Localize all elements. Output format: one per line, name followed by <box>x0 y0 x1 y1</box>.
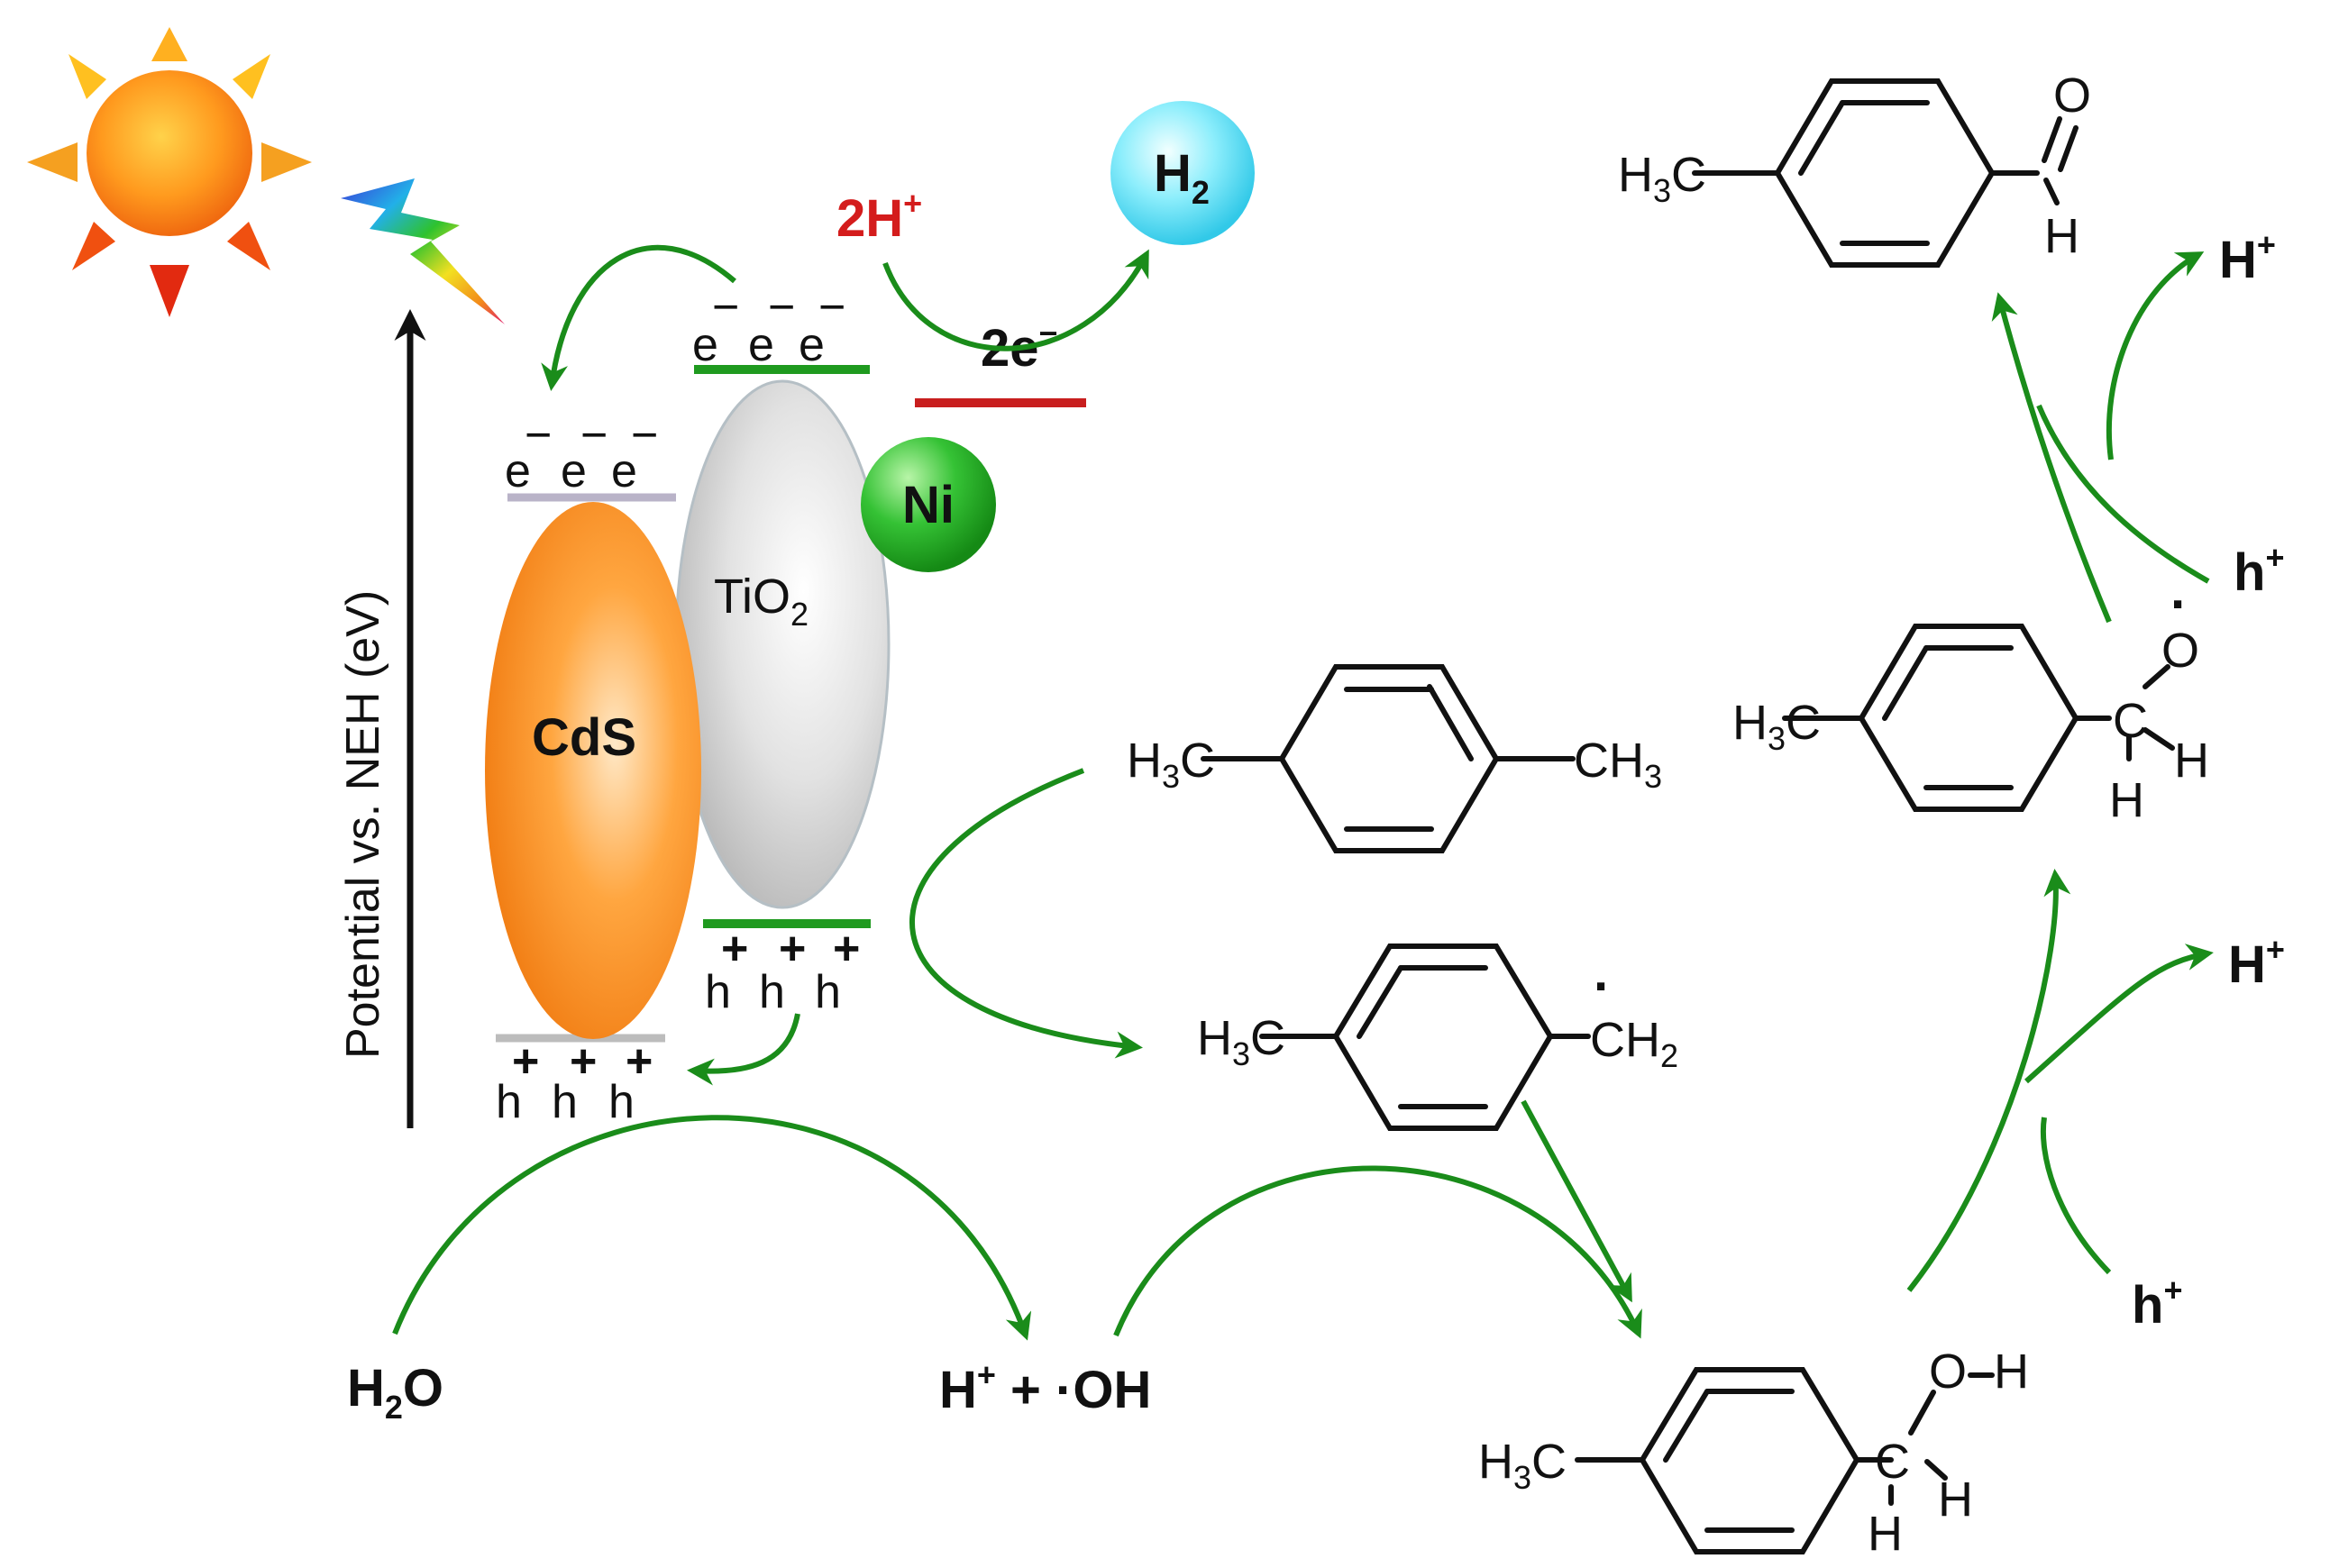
hole-upper-label: h+ <box>2234 539 2284 602</box>
hole-input-arrow-upper <box>2036 404 2210 584</box>
svg-text:h: h <box>759 966 785 1018</box>
xylene-activation-arrow <box>909 768 1143 1059</box>
hole-transfer-arrow <box>687 1013 800 1086</box>
tio2-holes: h h h + + + <box>705 923 860 1018</box>
protons-label: 2H+ <box>836 185 922 248</box>
svg-text:e: e <box>692 319 718 371</box>
svg-text:H: H <box>1938 1472 1973 1527</box>
svg-text:H3C: H3C <box>1127 734 1215 795</box>
svg-text:−: − <box>580 409 608 461</box>
svg-text:e: e <box>505 445 531 497</box>
alcohol-to-alkoxy-arrow <box>1906 869 2071 1292</box>
svg-text:−: − <box>631 409 658 461</box>
svg-text:+: + <box>570 1035 597 1088</box>
p-xylene-molecule: H3C CH3 <box>1127 664 1662 853</box>
svg-text:O: O <box>2053 68 2091 123</box>
svg-text:O: O <box>1929 1345 1967 1399</box>
svg-text:H3C: H3C <box>1197 1011 1285 1072</box>
svg-text:h: h <box>496 1076 522 1128</box>
ni-label: Ni <box>902 476 955 534</box>
h2-label: H2 <box>1154 144 1210 211</box>
svg-text:CH3: CH3 <box>1574 734 1662 795</box>
tio2-label: TiO2 <box>714 570 809 633</box>
svg-text:+: + <box>512 1035 539 1088</box>
svg-text:e: e <box>611 445 637 497</box>
svg-text:e: e <box>561 445 587 497</box>
svg-text:H: H <box>2174 734 2209 788</box>
svg-text:CH2: CH2 <box>1590 1013 1678 1074</box>
svg-text:H: H <box>2044 209 2079 263</box>
svg-text:−: − <box>525 409 552 461</box>
water-oxidation-arrow <box>392 1115 1032 1341</box>
proton-lower-label: H+ <box>2228 931 2285 994</box>
ni-cocatalyst: Ni <box>861 437 996 572</box>
sun-icon <box>27 27 312 317</box>
svg-text:O: O <box>2161 624 2199 678</box>
tio2-electrons: e e e − − − <box>692 281 845 371</box>
svg-text:+: + <box>721 923 748 975</box>
svg-text:−: − <box>768 281 795 333</box>
svg-text:H3C: H3C <box>1618 148 1706 209</box>
proton-release-arrow-upper <box>2106 251 2205 460</box>
svg-text:h: h <box>815 966 841 1018</box>
svg-text:·: · <box>1594 957 1611 1016</box>
hydroxyl-coupling-arrow <box>1113 1165 1642 1339</box>
hydrogen-evolution-arrow <box>882 249 1149 351</box>
h2-product: H2 <box>1110 101 1255 245</box>
potential-axis: Potential vs. NEH (eV) <box>337 309 426 1128</box>
svg-text:C: C <box>1875 1435 1910 1489</box>
svg-text:+: + <box>833 923 860 975</box>
cds-electrons: e e e − − − <box>505 409 658 497</box>
svg-text:H: H <box>1994 1345 2029 1399</box>
hydroxyl-radical-label: H+ + ·OH <box>939 1356 1151 1419</box>
cds-holes: h h h + + + <box>496 1035 653 1128</box>
svg-text:+: + <box>626 1035 653 1088</box>
svg-text:e: e <box>748 319 774 371</box>
cds-label: CdS <box>532 708 636 767</box>
benzaldehyde-molecule: H3C O H <box>1618 68 2091 268</box>
svg-text:−: − <box>712 281 739 333</box>
svg-text:H: H <box>2109 773 2144 827</box>
svg-text:e: e <box>799 319 825 371</box>
svg-text:−: − <box>818 281 845 333</box>
water-label: H2O <box>347 1359 443 1426</box>
benzyl-radical-molecule: H3C CH2 · <box>1197 944 1678 1131</box>
svg-text:H: H <box>1868 1507 1903 1561</box>
axis-label: Potential vs. NEH (eV) <box>337 590 389 1059</box>
lightning-bolt-icon <box>341 178 505 324</box>
alkoxy-radical-molecule: H3C C O · H H <box>1732 575 2209 827</box>
proton-upper-label: H+ <box>2219 226 2276 289</box>
cds-particle <box>485 502 701 1039</box>
svg-text:h: h <box>608 1076 635 1128</box>
proton-release-arrow-lower <box>2024 944 2214 1084</box>
hole-input-arrow-lower <box>2040 1117 2112 1275</box>
svg-text:+: + <box>779 923 806 975</box>
svg-text:h: h <box>705 966 731 1018</box>
alkoxy-to-aldehyde-arrow <box>1991 292 2112 624</box>
electron-transfer-arrow <box>541 244 736 391</box>
svg-text:H3C: H3C <box>1478 1435 1567 1496</box>
svg-text:C: C <box>2113 694 2148 748</box>
svg-text:·: · <box>2170 575 2188 634</box>
benzyl-alcohol-molecule: H3C C O H H H <box>1478 1345 2029 1561</box>
radical-to-alcohol-arrow <box>1521 1099 1632 1303</box>
svg-text:h: h <box>552 1076 578 1128</box>
hole-lower-label: h+ <box>2132 1272 2182 1335</box>
tio2-particle <box>674 379 891 909</box>
svg-text:H3C: H3C <box>1732 696 1821 757</box>
